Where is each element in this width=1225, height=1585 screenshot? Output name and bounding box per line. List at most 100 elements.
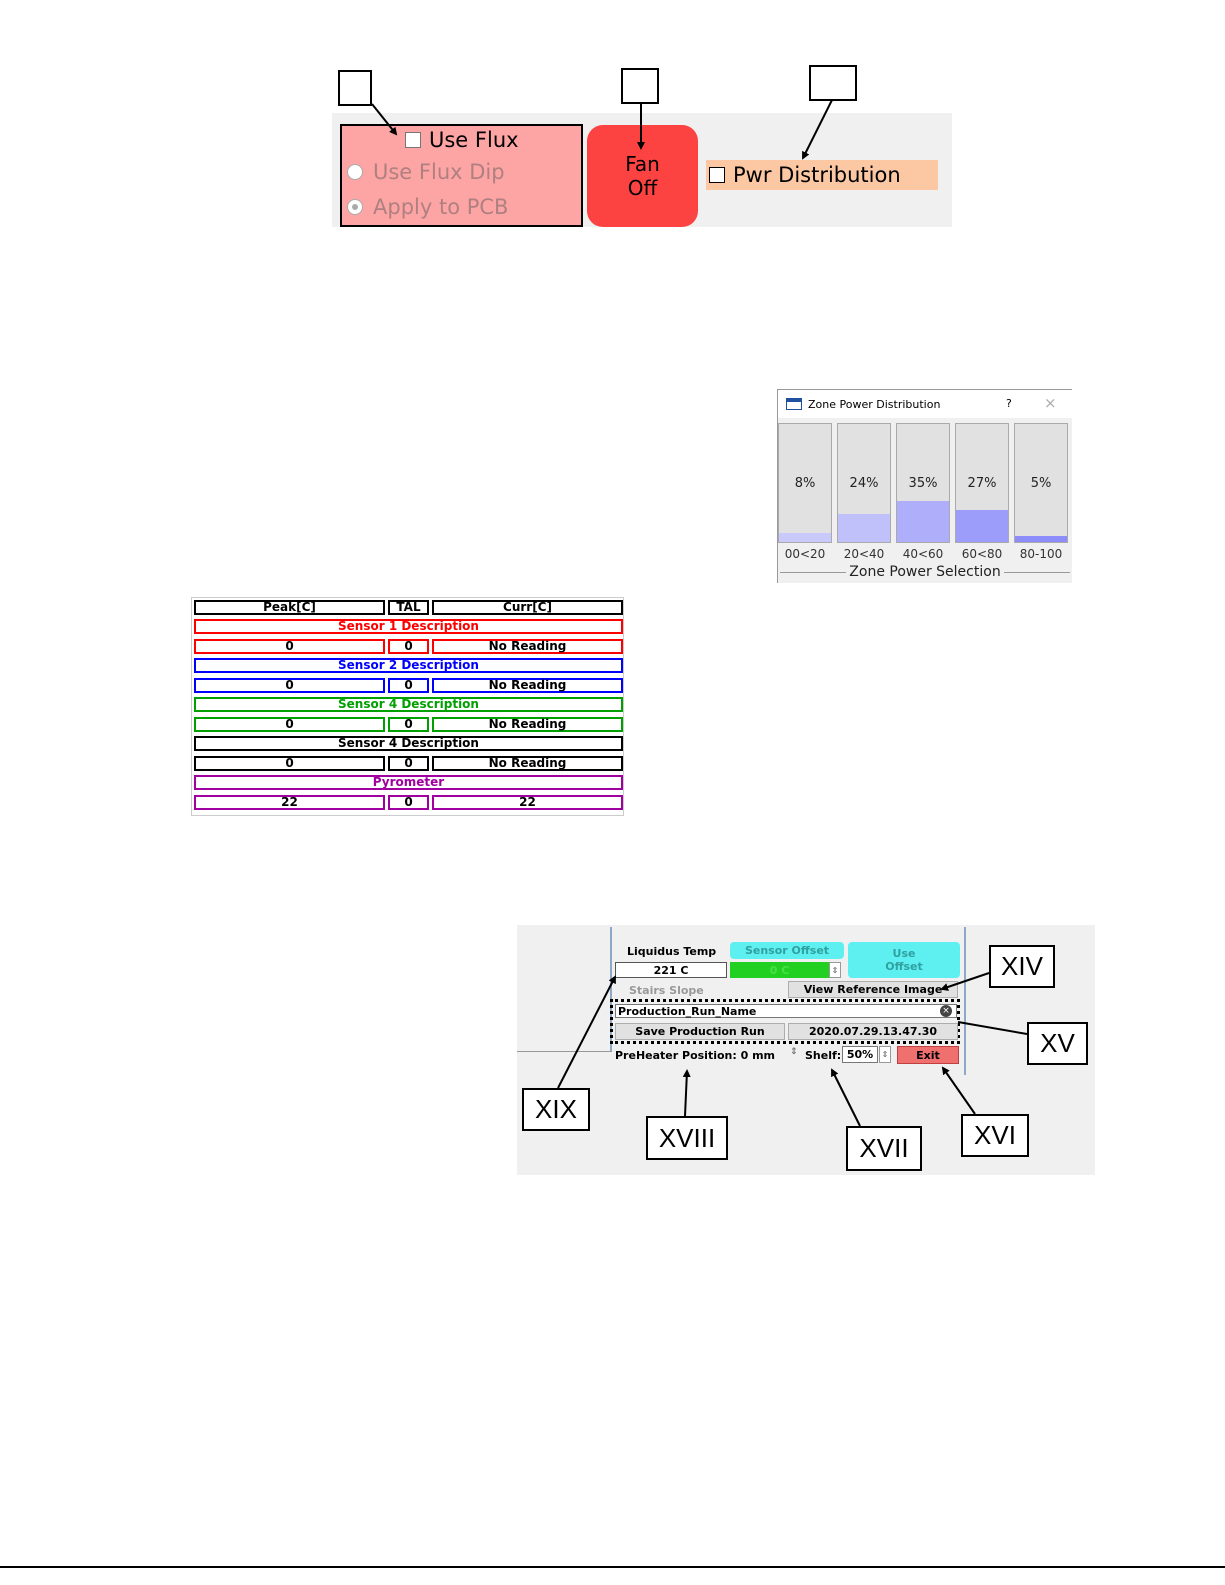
zone-bar[interactable]: 27% [955, 423, 1009, 543]
arrow-xv [957, 1021, 1028, 1035]
zone-percent-label: 35% [908, 476, 938, 491]
stairs-slope-label: Stairs Slope [629, 984, 704, 997]
zone-percent-label: 5% [1030, 476, 1052, 491]
sensor-description: Sensor 4 Description [194, 736, 623, 751]
preheater-spinner-icon[interactable]: ⇕ [790, 1047, 798, 1057]
use-offset-button[interactable]: Use Offset [848, 942, 960, 978]
window-icon [786, 398, 802, 410]
use-flux-label: Use Flux [429, 128, 519, 152]
groupbox-line-right [1004, 572, 1070, 573]
shelf-field[interactable]: 50% [842, 1046, 878, 1063]
arrow-xix [557, 975, 616, 1089]
shelf-spinner-icon[interactable]: ⇕ [879, 1046, 891, 1063]
clear-icon[interactable]: × [940, 1005, 952, 1017]
window-frame-bottom [517, 1051, 612, 1052]
table-header-cell: Curr[C] [432, 600, 623, 615]
zone-bar-fill [897, 501, 949, 542]
zone-bar-fill [1015, 536, 1067, 542]
pwr-distribution-checkbox[interactable] [709, 167, 725, 183]
arrow-xvii [831, 1068, 861, 1127]
page-bottom-rule [0, 1566, 1225, 1568]
shelf-label: Shelf: [805, 1049, 842, 1062]
sensor-peak-cell: 0 [194, 717, 385, 732]
sensor-description: Sensor 2 Description [194, 658, 623, 673]
pwr-distribution-label: Pwr Distribution [733, 163, 901, 187]
zone-bar-fill [838, 514, 890, 542]
preheater-position-label: PreHeater Position: 0 mm [615, 1049, 775, 1062]
use-flux-dip-radio-row[interactable]: Use Flux Dip [347, 160, 505, 184]
sensor-curr-cell: No Reading [432, 717, 623, 732]
zone-bar[interactable]: 8% [778, 423, 832, 543]
zone-bar[interactable]: 5% [1014, 423, 1068, 543]
sensor-tal-cell: 0 [388, 639, 429, 654]
arrow-xviii [682, 1069, 691, 1117]
zone-percent-label: 24% [849, 476, 879, 491]
callout-xix: XIX [522, 1088, 590, 1131]
run-name-field[interactable]: Production_Run_Name [615, 1004, 957, 1018]
zone-percent-label: 8% [794, 476, 816, 491]
use-flux-checkbox-row[interactable]: Use Flux [405, 128, 519, 152]
sensor-offset-spinner-icon[interactable]: ⇕ [829, 962, 841, 978]
zone-range-label: 40<60 [902, 547, 944, 561]
zone-power-selection-label: Zone Power Selection [849, 564, 1001, 580]
sensor-offset-label: Sensor Offset [730, 942, 844, 959]
use-flux-checkbox[interactable] [405, 132, 421, 148]
close-icon[interactable]: × [1044, 394, 1057, 412]
sensor-offset-field[interactable]: 0 C [730, 962, 829, 978]
run-timestamp-field: 2020.07.29.13.47.30 [788, 1023, 958, 1040]
save-production-run-button[interactable]: Save Production Run [615, 1023, 785, 1040]
sensor-tal-cell: 0 [388, 717, 429, 732]
table-header-cell: Peak[C] [194, 600, 385, 615]
use-flux-dip-radio[interactable] [347, 164, 363, 180]
apply-to-pcb-label: Apply to PCB [373, 195, 509, 219]
liquidus-temp-label: Liquidus Temp [627, 945, 717, 958]
sensor-peak-cell: 0 [194, 678, 385, 693]
sensor-curr-cell: 22 [432, 795, 623, 810]
flux-options-group [340, 124, 583, 227]
sensor-curr-cell: No Reading [432, 639, 623, 654]
run-name-value: Production_Run_Name [618, 1004, 757, 1018]
window-frame-right [964, 927, 966, 1075]
groupbox-line-left [780, 572, 846, 573]
sensor-tal-cell: 0 [388, 756, 429, 771]
apply-to-pcb-radio-row[interactable]: Apply to PCB [347, 195, 508, 219]
zone-bar-fill [779, 533, 831, 542]
zone-bar-fill [956, 510, 1008, 542]
liquidus-temp-field[interactable]: 221 C [615, 962, 727, 978]
dialog-titlebar: Zone Power Distribution ? × [778, 390, 1072, 418]
fan-label-line1: Fan [625, 152, 660, 176]
exit-button[interactable]: Exit [897, 1046, 959, 1064]
dialog-title: Zone Power Distribution [808, 397, 941, 411]
zone-bar[interactable]: 24% [837, 423, 891, 543]
pwr-distribution-checkbox-row[interactable]: Pwr Distribution [706, 160, 938, 190]
zone-percent-label: 27% [967, 476, 997, 491]
window-frame-left [610, 927, 612, 1052]
use-offset-line1: Use [892, 947, 916, 960]
use-offset-line2: Offset [885, 960, 923, 973]
production-controls-panel: Liquidus Temp 221 C Sensor Offset 0 C ⇕ … [517, 925, 1095, 1175]
help-button[interactable]: ? [1006, 397, 1012, 410]
arrow-xiv [940, 972, 990, 991]
table-header-cell: TAL [388, 600, 429, 615]
apply-to-pcb-radio[interactable] [347, 199, 363, 215]
callout-xiv: XIV [989, 945, 1055, 988]
callout-xvi: XVI [961, 1114, 1029, 1157]
arrow-xvi [941, 1066, 976, 1115]
callout-xvii: XVII [846, 1126, 922, 1171]
sensor-description: Pyrometer [194, 775, 623, 790]
zone-range-label: 00<20 [784, 547, 826, 561]
callout-xviii: XVIII [646, 1116, 728, 1160]
sensor-peak-cell: 22 [194, 795, 385, 810]
view-reference-image-button[interactable]: View Reference Image [788, 981, 958, 998]
callout-box-fan [621, 68, 659, 104]
sensor-peak-cell: 0 [194, 639, 385, 654]
callout-box-pwr [809, 65, 857, 101]
zone-bar[interactable]: 35% [896, 423, 950, 543]
fan-label-line2: Off [627, 176, 658, 200]
sensor-curr-cell: No Reading [432, 678, 623, 693]
sensor-peak-cell: 0 [194, 756, 385, 771]
arrow-to-use-flux [371, 103, 398, 136]
callout-box-flux [338, 70, 372, 106]
